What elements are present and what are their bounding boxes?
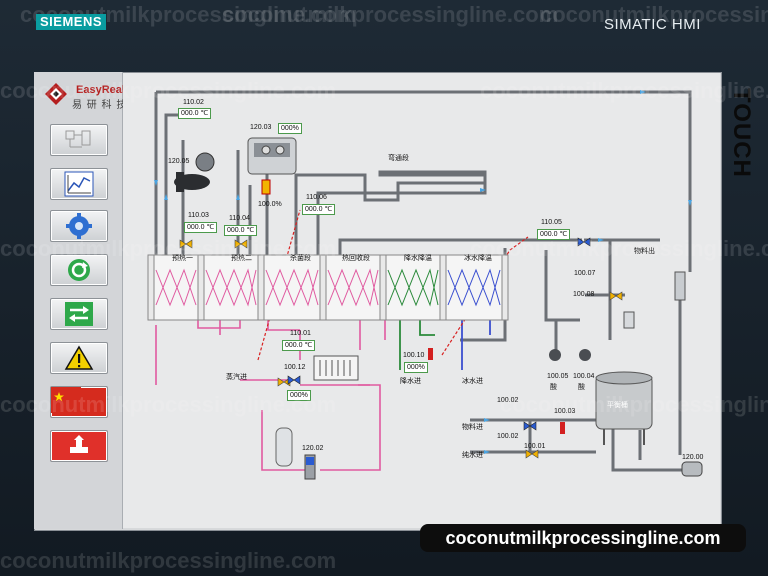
tag-100-03: 100.03 [554, 408, 576, 415]
tag-100-02-upper: 100.02 [497, 397, 519, 404]
label-steam-in: 蒸汽进 [226, 374, 247, 381]
control-valves [287, 237, 591, 431]
nav-exit-button[interactable] [50, 430, 108, 462]
label-acid-1: 酸 [550, 384, 557, 391]
tag-110-03: 110.03 [188, 212, 209, 219]
valve-opening-percent: 100.0% [258, 201, 282, 208]
website-banner: coconutmilkprocessingline.com [420, 524, 746, 552]
label-holding-tube: 弯通段 [388, 155, 409, 162]
tag-110-05: 110.05 [541, 219, 562, 226]
temp-110-03-value: 000.0 ℃ [184, 222, 218, 233]
label-preheat-2: 预热二 [231, 255, 252, 262]
temp-110-06-value: 000.0 ℃ [302, 204, 336, 215]
temp-110-01-value: 000.0 ℃ [282, 340, 316, 351]
tag-120-05: 120.05 [168, 158, 190, 165]
process-diagram-icon [65, 130, 91, 148]
nav-alarm-button[interactable] [50, 342, 108, 374]
tag-100-07: 100.07 [574, 270, 596, 277]
homogenizer [247, 137, 297, 195]
plate-heat-exchanger [147, 254, 509, 321]
tag-100-08: 100.08 [573, 291, 595, 298]
pump-120-05 [174, 152, 215, 192]
nav-process-overview-button[interactable] [50, 124, 108, 156]
separator-vessel [674, 271, 686, 301]
label-ice-water: 冰水降温 [464, 255, 492, 262]
valves [179, 239, 623, 459]
pump-120-00 [681, 461, 703, 477]
homogenizer-speed-value: 000% [278, 123, 302, 134]
filter-100-08 [623, 311, 635, 329]
tag-120-02: 120.02 [302, 445, 324, 452]
nav-language-button[interactable] [50, 386, 108, 418]
warning-icon [64, 345, 94, 370]
trend-chart-icon [64, 171, 94, 197]
label-material-in: 物料进 [462, 424, 483, 431]
nav-settings-button[interactable] [50, 210, 108, 242]
tag-100-12: 100.12 [284, 364, 306, 371]
acid-pumps [549, 349, 591, 361]
cycle-arrow-icon [68, 259, 90, 281]
temp-110-04-value: 000.0 ℃ [224, 225, 258, 236]
gear-icon [66, 213, 92, 239]
label-balance-tank: 平衡桶 [607, 402, 628, 409]
swap-arrows-icon [65, 302, 93, 326]
easyreal-logo-icon [45, 83, 67, 105]
steam-injector [313, 355, 359, 381]
label-heat-recovery: 热回收段 [342, 255, 370, 262]
pump-120-02 [304, 454, 316, 480]
tag-110-06: 110.06 [306, 194, 327, 201]
nav-recipe-button[interactable] [50, 254, 108, 286]
china-flag-icon [51, 387, 81, 413]
tag-110-01: 110.01 [290, 330, 311, 337]
label-pure-water-in: 纯水进 [462, 452, 483, 459]
filter-tank [275, 427, 293, 467]
label-sterilize: 杀菌段 [290, 255, 311, 262]
label-preheat-1: 预热一 [172, 255, 193, 262]
tag-110-02: 110.02 [183, 99, 204, 106]
tag-100-05: 100.05 [547, 373, 569, 380]
valve-100-12-opening-value: 000% [287, 390, 311, 401]
hmi-title: SIMATIC HMI [604, 16, 701, 33]
touch-label: TOUCH [728, 88, 755, 178]
tag-100-02-lower: 100.02 [497, 433, 519, 440]
label-ice-water-in: 冰水进 [462, 378, 483, 385]
flow-arrows [154, 90, 692, 454]
tag-100-01: 100.01 [524, 443, 546, 450]
nav-trend-button[interactable] [50, 168, 108, 200]
tag-120-00: 120.00 [682, 454, 704, 461]
balance-tank [595, 371, 653, 445]
siemens-logo: SIEMENS [36, 14, 106, 30]
label-material-out: 物料出 [634, 248, 655, 255]
tag-110-04: 110.04 [229, 215, 250, 222]
label-acid-2: 酸 [578, 384, 585, 391]
tag-100-04: 100.04 [573, 373, 595, 380]
valve-100-10-opening-value: 000% [404, 362, 428, 373]
exit-icon [70, 435, 88, 453]
label-cooling-water: 降水降温 [404, 255, 432, 262]
tag-100-10: 100.10 [403, 352, 425, 359]
temp-110-05-value: 000.0 ℃ [537, 229, 571, 240]
temp-110-02-value: 000.0 ℃ [178, 108, 212, 119]
company-name-cn: 易 研 科 技 [72, 100, 128, 111]
label-cooling-water-in: 降水进 [400, 378, 421, 385]
temp-sensors [428, 348, 565, 434]
nav-transfer-button[interactable] [50, 298, 108, 330]
company-name-en: EasyReal [76, 84, 125, 96]
tag-120-03: 120.03 [250, 124, 272, 131]
